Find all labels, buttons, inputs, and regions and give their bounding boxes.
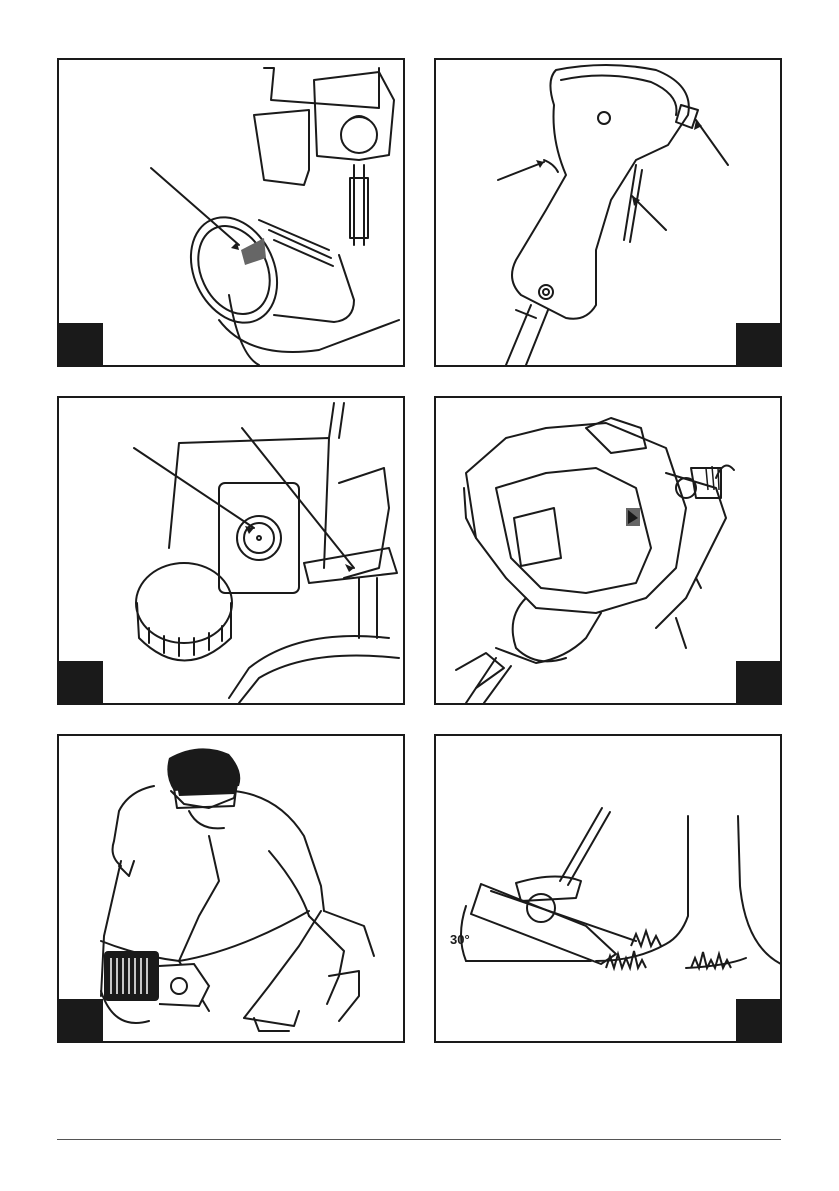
figure-panel-cutting-angle: 30° bbox=[434, 734, 782, 1043]
figure-tab bbox=[59, 323, 103, 365]
figure-tab bbox=[736, 661, 780, 703]
figure-tab bbox=[736, 323, 780, 365]
engine-illustration bbox=[436, 398, 780, 703]
cutting-angle-label: 30° bbox=[450, 932, 470, 947]
footer-rule bbox=[57, 1139, 781, 1140]
operator-illustration bbox=[59, 736, 403, 1041]
figure-panel-fuel-opening bbox=[57, 58, 405, 367]
figure-panel-engine bbox=[434, 396, 782, 705]
figure-panel-primer bbox=[57, 396, 405, 705]
figure-panel-handle bbox=[434, 58, 782, 367]
figure-tab bbox=[736, 999, 780, 1041]
cutting-angle-illustration bbox=[436, 736, 780, 1041]
primer-illustration bbox=[59, 398, 403, 703]
figure-tab bbox=[59, 999, 103, 1041]
handle-illustration bbox=[436, 60, 780, 365]
figure-panel-operator bbox=[57, 734, 405, 1043]
figure-tab bbox=[59, 661, 103, 703]
fuel-opening-illustration bbox=[59, 60, 403, 365]
